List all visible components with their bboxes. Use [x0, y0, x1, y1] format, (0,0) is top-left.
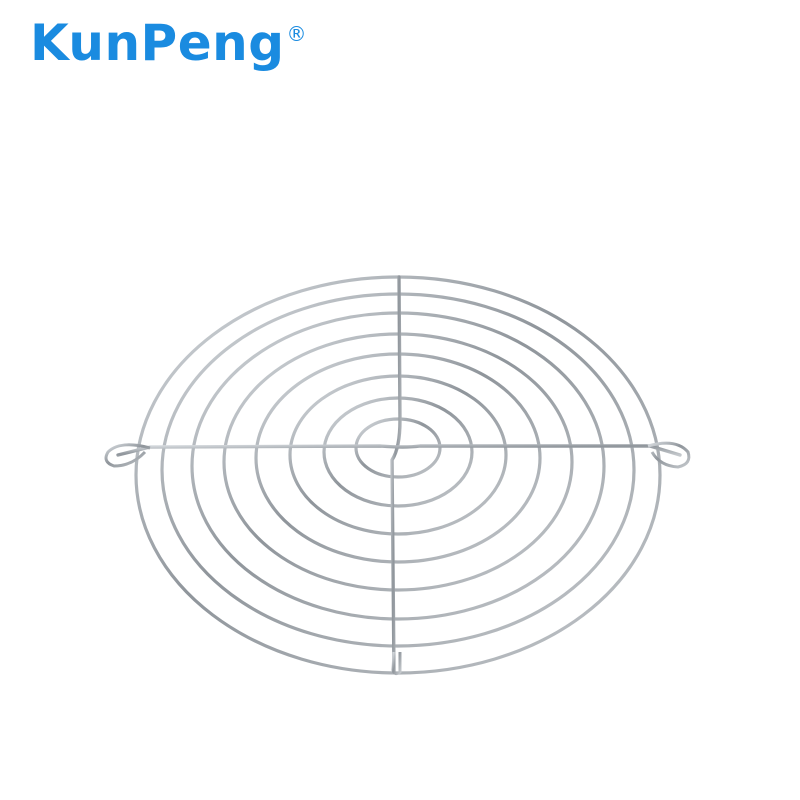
left-mount-loop: [104, 443, 151, 468]
mounting-loops: [104, 441, 691, 469]
brand-name: KunPeng: [30, 14, 285, 72]
ring-5: [254, 352, 542, 564]
ring-8: [354, 417, 442, 479]
horizontal-strut: [116, 444, 682, 457]
brand-logo: KunPeng®: [30, 18, 308, 68]
ring-6: [288, 374, 508, 536]
vertical-strut: [390, 275, 402, 674]
right-mount-loop: [647, 441, 691, 469]
cross-struts: [116, 275, 682, 674]
bottom-hook: [391, 651, 402, 676]
ring-7: [322, 396, 474, 508]
registered-mark: ®: [286, 22, 308, 46]
